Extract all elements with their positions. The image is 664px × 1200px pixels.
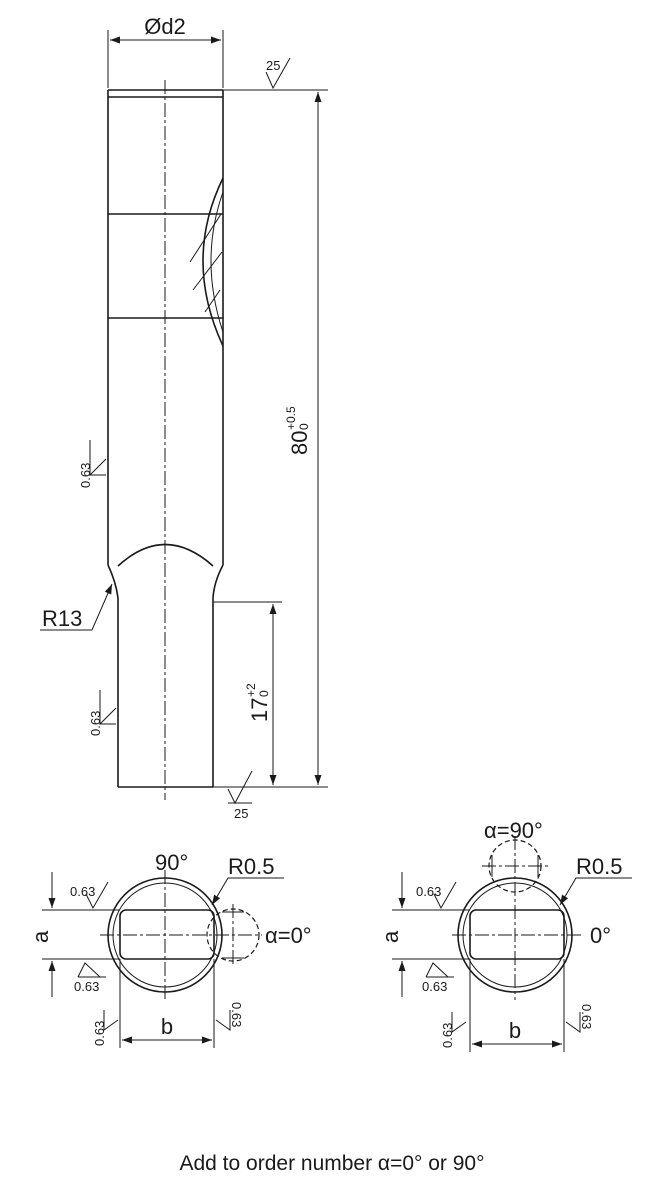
radius-r13-callout: R13 [40, 583, 113, 631]
d2-label: Ød2 [144, 14, 186, 39]
length-17-tol-upper: +2 [244, 683, 258, 697]
left-rough-bottom-label: 0.63 [74, 979, 99, 994]
left-r05-label: R0.5 [228, 854, 274, 879]
section-view-alpha-90: α=90° 0° R0.5 a 0.63 0.63 b 0.63 [378, 818, 632, 1052]
roughness-symbol-top: 25 [223, 57, 296, 91]
length-80-label: 80 [287, 431, 312, 455]
length-17-label: 17 [247, 698, 272, 722]
roughness-symbol-bottom: 25 [213, 770, 262, 821]
left-dim-a-label: a [28, 930, 53, 943]
order-note-caption: Add to order number α=0° or 90° [179, 1152, 485, 1175]
left-angle-90-label: 90° [155, 850, 188, 875]
left-rough-b-left-label: 0.63 [92, 1021, 107, 1046]
dimension-80: 80 +0.5 0 [213, 89, 328, 788]
length-80-tol-lower: 0 [297, 423, 311, 430]
right-rough-b-right-label: 0.63 [579, 1004, 594, 1029]
right-rough-b-left-label: 0.63 [440, 1023, 455, 1048]
roughness-side-lower-label: 0.63 [88, 711, 103, 736]
roughness-top-label: 25 [266, 58, 280, 73]
section-view-alpha-0: 90° α=0° R0.5 a 0.63 0.63 b 0.63 [28, 850, 312, 1048]
dimension-d2: Ød2 [107, 14, 224, 88]
left-alpha-0-label: α=0° [265, 923, 312, 948]
left-rough-top-label: 0.63 [70, 884, 95, 899]
length-80-tol-upper: +0.5 [284, 406, 298, 430]
right-rough-top-label: 0.63 [416, 884, 441, 899]
pin-side-view [107, 80, 224, 800]
dimension-17: 17 +2 0 [213, 601, 282, 785]
right-dim-a-label: a [378, 930, 403, 943]
left-rough-b-right-label: 0.63 [229, 1002, 244, 1027]
roughness-bottom-label: 25 [234, 806, 248, 821]
right-dim-b-label: b [509, 1018, 521, 1043]
roughness-side-upper: 0.63 [78, 440, 107, 488]
length-17-tol-lower: 0 [257, 690, 271, 697]
right-rough-bottom-label: 0.63 [422, 979, 447, 994]
right-angle-0-label: 0° [590, 923, 611, 948]
roughness-side-lower: 0.63 [88, 690, 117, 736]
left-dim-b-label: b [161, 1014, 173, 1039]
roughness-side-upper-label: 0.63 [78, 463, 93, 488]
right-alpha-90-label: α=90° [484, 818, 543, 843]
r13-label: R13 [42, 606, 82, 631]
right-r05-label: R0.5 [576, 854, 622, 879]
flat-cut [189, 177, 223, 347]
